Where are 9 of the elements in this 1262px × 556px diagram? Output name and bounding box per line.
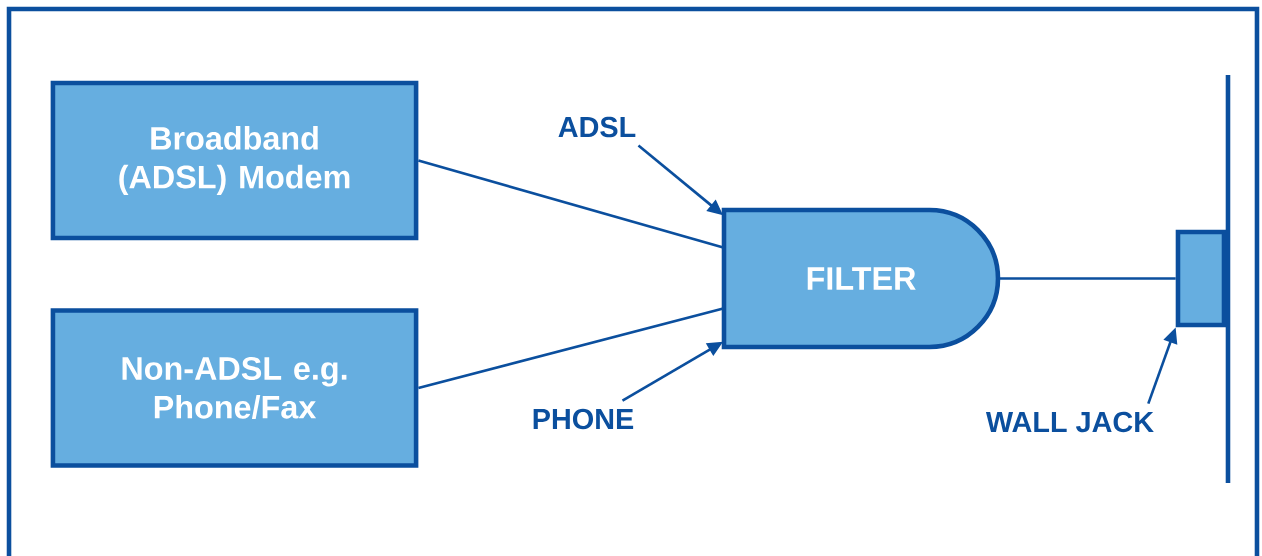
callout-label: ADSL — [558, 116, 636, 138]
wall-jack — [1175, 229, 1227, 328]
connector-line — [418, 307, 724, 390]
callout-label: PHONE — [533, 408, 634, 430]
connector-line — [998, 277, 1176, 280]
device-box: Broadband (ADSL) Modem — [50, 80, 419, 241]
callout-label: WALL JACK — [985, 411, 1154, 433]
device-box: Non-ADSL e.g. Phone/Fax — [50, 308, 419, 468]
connector-line — [418, 159, 724, 249]
